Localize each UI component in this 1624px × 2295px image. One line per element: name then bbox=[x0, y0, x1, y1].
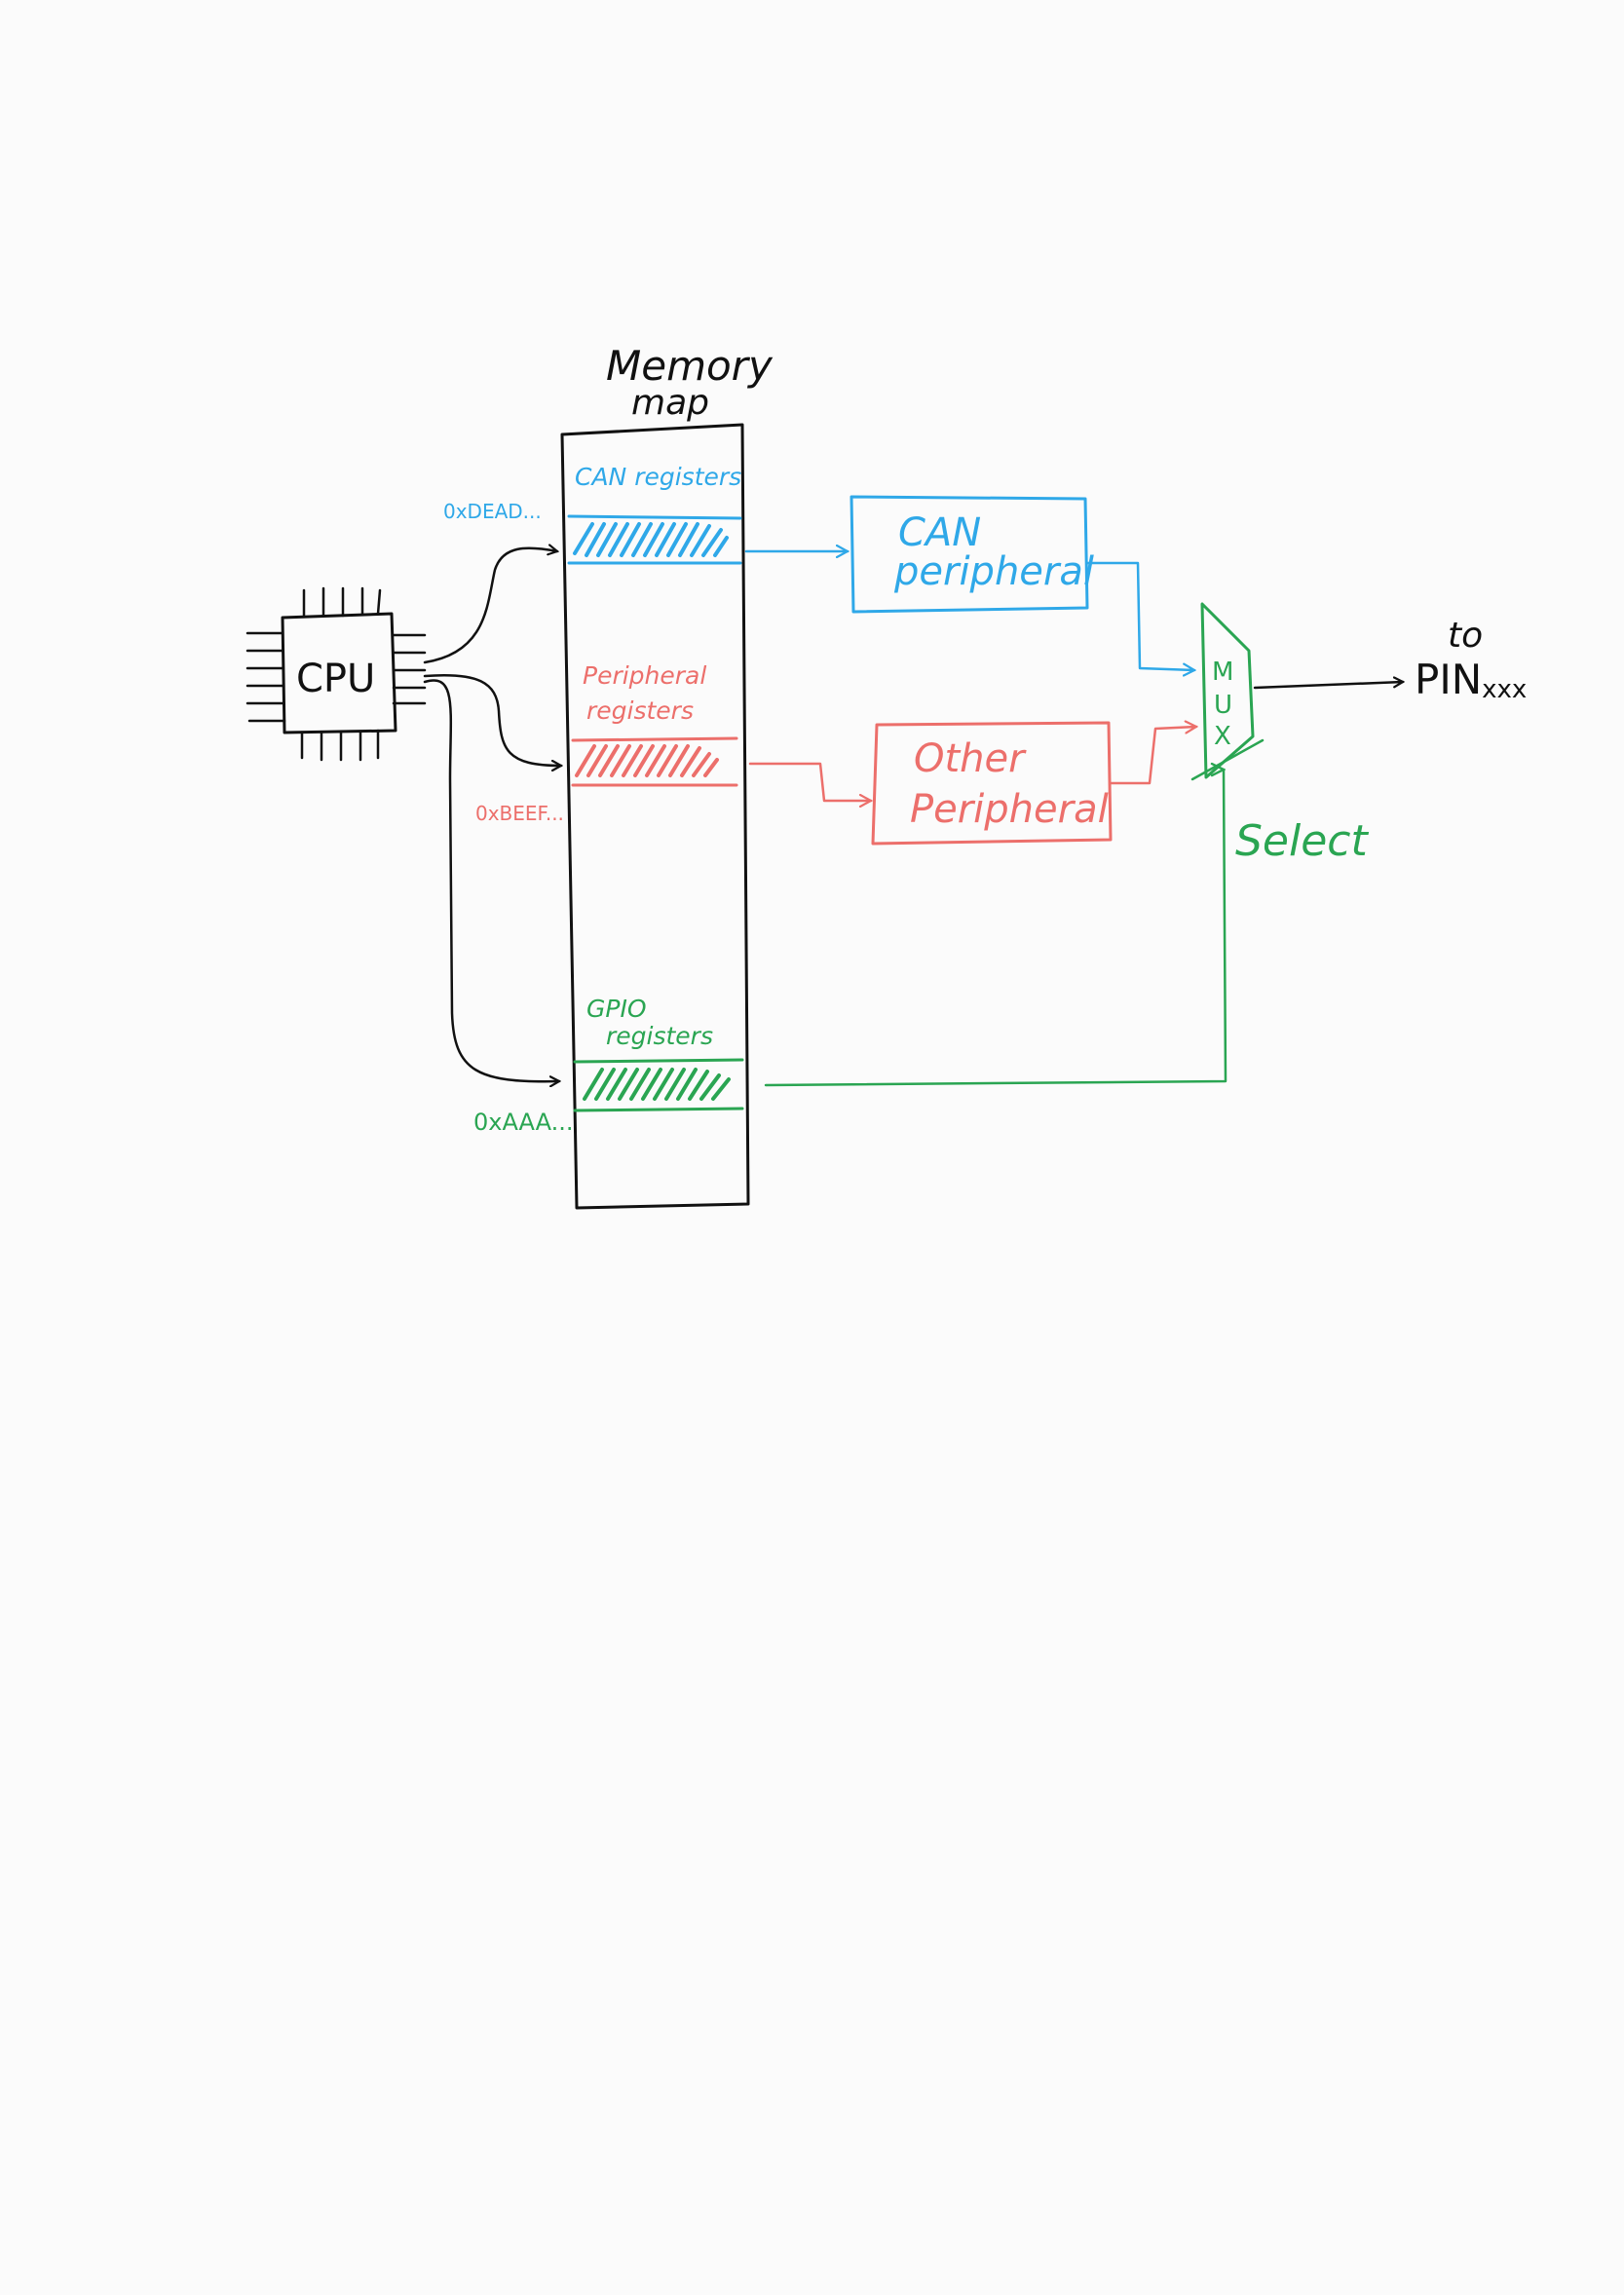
can-registers-address: 0xDEAD... bbox=[443, 500, 542, 523]
cpu-address-arrows bbox=[423, 548, 561, 1082]
peripheral-registers-region: Peripheral registers 0xBEEF... bbox=[475, 661, 738, 825]
gpio-registers-address: 0xAAA... bbox=[473, 1109, 574, 1136]
can-registers-label: CAN registers bbox=[575, 463, 741, 491]
can-registers-top-line bbox=[567, 514, 742, 520]
memory-map: Memory map bbox=[560, 342, 774, 1210]
cpu-pins-right bbox=[392, 633, 427, 705]
other-peripheral-label-line1: Other bbox=[914, 736, 1027, 781]
cpu-body bbox=[281, 612, 397, 734]
cpu-to-can-registers-arrow bbox=[423, 548, 557, 664]
peripheral-registers-to-other-peripheral-arrow bbox=[748, 762, 871, 801]
can-peripheral-label-line2: peripheral bbox=[893, 549, 1094, 594]
cpu-to-peripheral-registers-arrow bbox=[423, 673, 561, 766]
gpio-registers-hatch bbox=[583, 1068, 731, 1101]
mux-letter-x: X bbox=[1214, 722, 1231, 751]
mux-letter-m: M bbox=[1212, 658, 1233, 687]
select-label: Select bbox=[1235, 816, 1369, 866]
other-peripheral-block: Other Peripheral bbox=[871, 721, 1113, 846]
output-pin-subscript: xxx bbox=[1482, 675, 1527, 704]
output-pin-name: PIN bbox=[1415, 656, 1482, 703]
cpu-label: CPU bbox=[296, 657, 375, 701]
memory-map-column bbox=[560, 423, 750, 1210]
other-peripheral-label-line2: Peripheral bbox=[910, 787, 1109, 832]
gpio-registers-label-line1: GPIO bbox=[586, 995, 647, 1023]
can-peripheral-label-line1: CAN bbox=[898, 510, 981, 555]
cpu-pins-left bbox=[245, 631, 286, 723]
memory-map-title-line1: Memory bbox=[606, 342, 774, 390]
can-peripheral-to-mux-arrow bbox=[1085, 561, 1194, 670]
can-registers-region: CAN registers 0xDEAD... bbox=[443, 463, 742, 565]
mux-trapezoid bbox=[1200, 602, 1255, 779]
mux: M U X bbox=[1190, 602, 1265, 781]
can-peripheral-box bbox=[850, 495, 1089, 614]
other-peripheral-box bbox=[871, 721, 1113, 846]
peripheral-registers-address: 0xBEEF... bbox=[475, 802, 564, 825]
peripheral-registers-label-line2: registers bbox=[586, 696, 694, 725]
peripheral-registers-top-line bbox=[571, 736, 738, 742]
gpio-registers-label-line2: registers bbox=[606, 1022, 713, 1050]
memory-map-title-line2: map bbox=[631, 383, 709, 423]
can-registers-hatch bbox=[573, 522, 729, 557]
mux-letter-u: U bbox=[1214, 691, 1232, 720]
other-peripheral-to-mux-arrow bbox=[1109, 727, 1196, 785]
gpio-registers-to-mux-select-arrow bbox=[764, 770, 1227, 1087]
mux-to-pin-arrow bbox=[1253, 682, 1403, 690]
cpu-pins-bottom bbox=[300, 729, 380, 762]
mux-select-slash bbox=[1190, 738, 1265, 781]
gpio-registers-region: GPIO registers 0xAAA... bbox=[473, 995, 744, 1136]
output-pin-label: PINxxx bbox=[1415, 656, 1527, 704]
cpu-pins-top bbox=[302, 586, 382, 618]
peripheral-registers-label-line1: Peripheral bbox=[583, 661, 706, 690]
can-peripheral-block: CAN peripheral bbox=[850, 495, 1094, 614]
cpu-to-gpio-registers-arrow bbox=[423, 679, 559, 1081]
gpio-registers-bottom-line bbox=[573, 1107, 744, 1112]
peripheral-registers-hatch bbox=[575, 744, 719, 777]
gpio-registers-top-line bbox=[573, 1058, 744, 1064]
output-to-label: to bbox=[1448, 616, 1483, 656]
cpu-chip: CPU bbox=[245, 586, 427, 762]
